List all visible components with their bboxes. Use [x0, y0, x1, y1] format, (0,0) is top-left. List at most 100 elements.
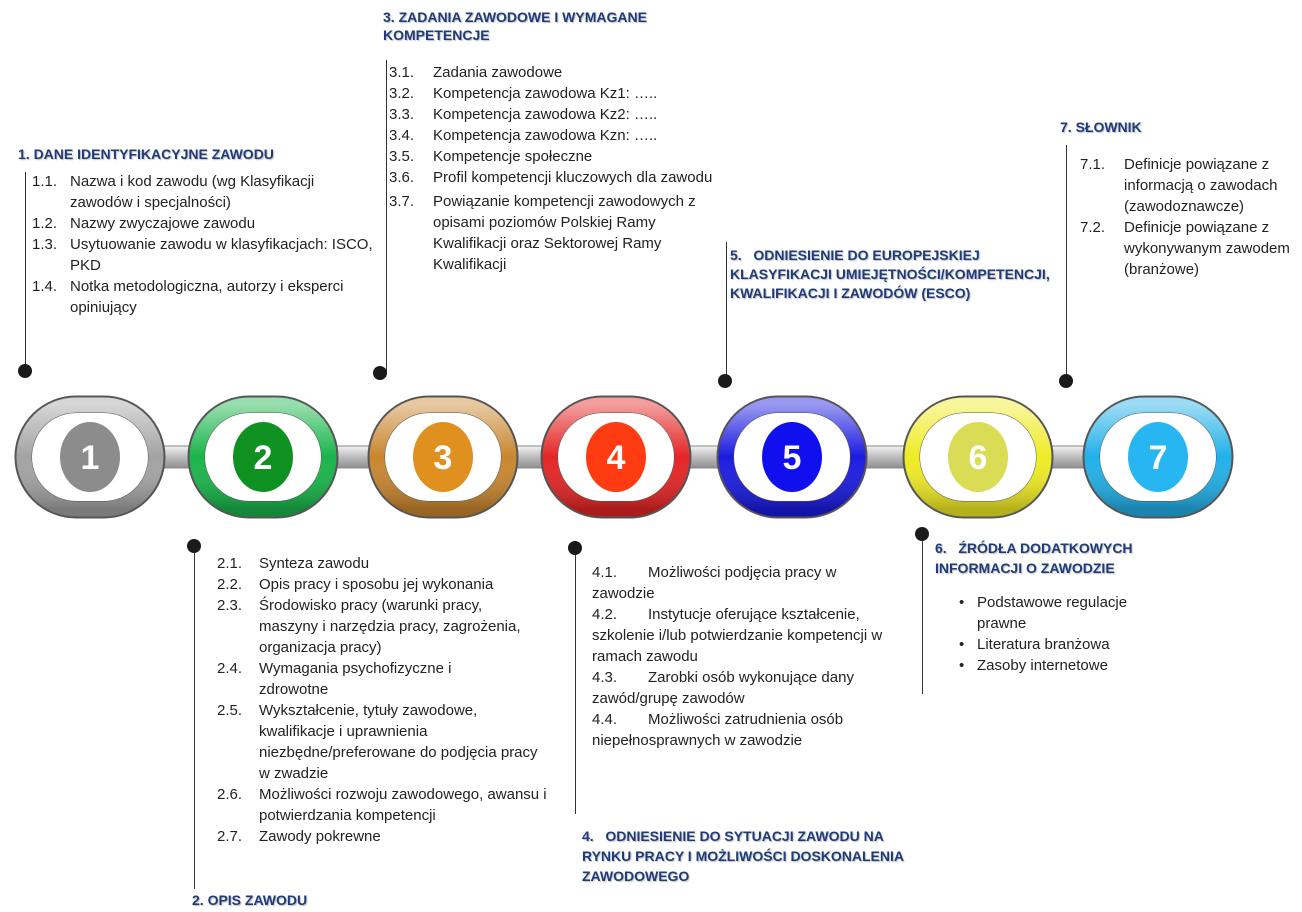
list-item: 3.1. Zadania zawodowe [389, 62, 713, 83]
section-4-title: 4. ODNIESIENIE DO SYTUACJI ZAWODU NA RYN… [582, 828, 908, 884]
chain-node-label: 1 [81, 439, 100, 477]
bullet-icon: • [959, 636, 965, 653]
item-text: Literatura branżowa [977, 636, 1110, 653]
leader-line-2 [194, 545, 195, 889]
list-item: 2.2. Opis pracy i sposobu jej wykonania [217, 574, 567, 595]
list-item: 2.7.Zawody pokrewne [217, 826, 567, 847]
leader-line-7 [1066, 145, 1067, 381]
section-3: 3. ZADANIA ZAWODOWE I WYMAGANE KOMPETENC… [383, 8, 713, 275]
item-text: Opis pracy i sposobu jej wykonania [259, 576, 494, 593]
section-5: 5. ODNIESIENIE DO EUROPEJSKIEJ KLASYFIKA… [730, 246, 1050, 303]
list-item: 4.3.Zarobki osób wykonujące dany zawód/g… [592, 667, 902, 709]
list-item: •Zasoby internetowe [959, 655, 1169, 676]
bullet-icon: • [959, 594, 965, 611]
section-7-title: 7. SŁOWNIK [1060, 119, 1142, 135]
leader-dot-4 [568, 541, 582, 555]
chain-link-2: 2 [187, 395, 339, 519]
item-number: 3.6. [389, 169, 415, 186]
list-item: 3.5.Kompetencje społeczne [389, 146, 713, 167]
item-text: Notka metodologiczna, autorzy i eksperci… [70, 278, 344, 316]
item-text: Zarobki osób wykonujące dany zawód/grupę… [592, 669, 854, 707]
list-item: 7.1. Definicje powiązane z informacją o z… [1080, 154, 1295, 217]
item-number: 3.4. [389, 127, 415, 144]
chain-node-label: 2 [254, 439, 273, 477]
item-text: Synteza zawodu [259, 555, 370, 572]
list-item: 3.4. Kompetencja zawodowa Kzn: ….. [389, 125, 713, 146]
section-2-title: 2. OPIS ZAWODU [192, 892, 308, 908]
chain-node-7 [1128, 422, 1188, 492]
item-text: Wymagania psychofizyczne i zdrowotne [259, 660, 452, 698]
chain-link-5: 5 [716, 395, 868, 519]
item-number: 4.4. [592, 711, 618, 728]
leader-line-4 [575, 548, 576, 814]
item-number: 2.2. [217, 576, 243, 593]
item-text: Powiązanie kompetencji zawodowych z opis… [433, 193, 696, 273]
chain-node-3 [413, 422, 473, 492]
item-text: Podstawowe regulacje prawne [977, 594, 1128, 632]
chain-link-7: 7 [1082, 395, 1234, 519]
item-text: Zadania zawodowe [433, 64, 563, 81]
leader-line-1 [25, 172, 26, 370]
chain-link-6: 6 [902, 395, 1054, 519]
item-text: Środowisko pracy (warunki pracy, maszyny… [259, 597, 521, 656]
chain-node-label: 7 [1149, 439, 1168, 477]
chain-link-3: 3 [367, 395, 519, 519]
list-item: 7.2.Definicje powiązane z wykonywanym za… [1080, 217, 1295, 280]
chain-node-4 [586, 422, 646, 492]
leader-dot-5 [718, 374, 732, 388]
item-number: 7.1. [1080, 156, 1106, 173]
item-text: Definicje powiązane z wykonywanym zawode… [1124, 219, 1290, 278]
item-text: Możliwości zatrudnienia osób niepełnospr… [592, 711, 844, 749]
item-number: 1.2. [32, 215, 58, 232]
chain-node-label: 5 [783, 439, 802, 477]
item-text: Wykształcenie, tytuły zawodowe, kwalifik… [259, 702, 538, 782]
item-number: 2.6. [217, 786, 243, 803]
item-number: 3.2. [389, 85, 415, 102]
item-text: Możliwości rozwoju zawodowego, awansu i … [259, 786, 547, 824]
list-item: 2.4.Wymagania psychofizyczne i zdrowotne [217, 658, 567, 700]
item-text: Instytucje oferujące kształcenie, szkole… [592, 606, 883, 665]
section-3-title: 3. ZADANIA ZAWODOWE I WYMAGANE KOMPETENC… [383, 9, 647, 43]
item-number: 1.1. [32, 173, 58, 190]
item-text: Kompetencja zawodowa Kzn: ….. [433, 127, 658, 144]
section-1: 1. DANE IDENTYFIKACYJNE ZAWODU 1.1. Nazwa… [18, 145, 378, 318]
chain-node-5 [762, 422, 822, 492]
list-item: 1.3.Usytuowanie zawodu w klasyfikacjach:… [32, 234, 378, 276]
item-text: Zasoby internetowe [977, 657, 1108, 674]
list-item: 2.6. Możliwości rozwoju zawodowego, awans… [217, 784, 567, 826]
item-number: 4.2. [592, 606, 618, 623]
item-text: Profil kompetencji kluczowych dla zawodu [433, 169, 713, 186]
item-text: Usytuowanie zawodu w klasyfikacjach: ISC… [70, 236, 373, 274]
section-2-heading: 2. OPIS ZAWODU [192, 891, 307, 909]
section-4: 4.1.Możliwości podjęcia pracy w zawodzie… [592, 562, 902, 751]
chain-ring-shine [718, 397, 866, 517]
item-text: Nazwa i kod zawodu (wg Klasyfikacji zawo… [70, 173, 315, 211]
leader-line-5 [726, 242, 727, 380]
list-item: 2.5.Wykształcenie, tytuły zawodowe, kwal… [217, 700, 567, 784]
item-text: Zawody pokrewne [259, 828, 381, 845]
item-number: 2.3. [217, 597, 243, 614]
leader-dot-6 [915, 527, 929, 541]
chain-node-2 [233, 422, 293, 492]
leader-dot-2 [187, 539, 201, 553]
section-5-title: 5. ODNIESIENIE DO EUROPEJSKIEJ KLASYFIKA… [730, 247, 1054, 301]
item-number: 3.1. [389, 64, 415, 81]
section-1-list: 1.1. Nazwa i kod zawodu (wg Klasyfikacji … [32, 171, 378, 318]
list-item: 1.1. Nazwa i kod zawodu (wg Klasyfikacji … [32, 171, 378, 213]
list-item: 3.3.Kompetencja zawodowa Kz2: ….. [389, 104, 713, 125]
item-text: Kompetencja zawodowa Kz1: ….. [433, 85, 658, 102]
list-item: 1.2.Nazwy zwyczajowe zawodu [32, 213, 378, 234]
item-number: 4.1. [592, 564, 618, 581]
chain-node-6 [948, 422, 1008, 492]
chain-link-4: 4 [540, 395, 692, 519]
leader-dot-7 [1059, 374, 1073, 388]
section-1-title: 1. DANE IDENTYFIKACYJNE ZAWODU [18, 146, 274, 162]
item-text: Definicje powiązane z informacją o zawod… [1124, 156, 1278, 215]
chain-ring-shine [904, 397, 1052, 517]
list-item: 2.3. Środowisko pracy (warunki pracy, mas… [217, 595, 567, 658]
section-6: 6. ŹRÓDŁA DODATKOWYCH INFORMACJI O ZAWOD… [935, 538, 1195, 676]
chain-node-label: 4 [607, 439, 626, 477]
section-7: 7. SŁOWNIK 7.1. Definicje powiązane z inf… [1060, 118, 1295, 280]
chain-ring-shine [369, 397, 517, 517]
section-4-heading: 4. ODNIESIENIE DO SYTUACJI ZAWODU NA RYN… [582, 826, 922, 886]
